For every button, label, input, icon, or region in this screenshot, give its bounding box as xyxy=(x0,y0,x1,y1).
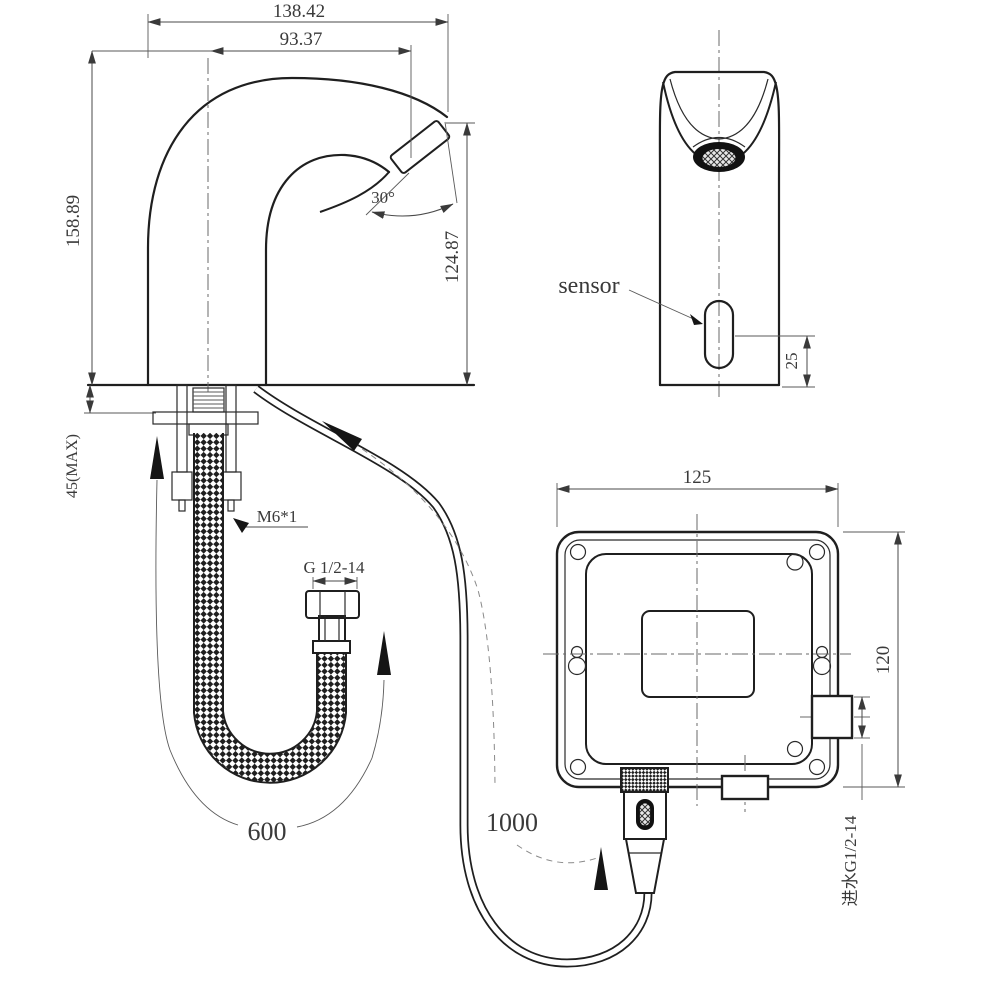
sensor-callout: sensor xyxy=(558,273,703,325)
keyhole-slot-left xyxy=(567,645,587,676)
cable-length-text: 1000 xyxy=(486,808,538,837)
dim-spout-height: 124.87 xyxy=(442,122,475,386)
stud-thread-callout: M6*1 xyxy=(233,507,308,533)
hose-length-text: 600 xyxy=(248,817,287,846)
hose-fitting xyxy=(305,590,360,654)
dim-sensor-height-text: 25 xyxy=(782,353,801,370)
dim-deck-thickness: 45(MAX) xyxy=(64,384,156,498)
sensor-window xyxy=(703,299,735,370)
dim-sensor-height: 25 xyxy=(735,335,815,388)
supply-hose: G 1/2-14 600 xyxy=(150,433,391,846)
inlet-callout: 进水G1/2-14 xyxy=(841,696,870,906)
dim-spout-height-text: 124.87 xyxy=(442,231,463,283)
cable-length-callout: 1000 xyxy=(322,421,608,890)
hose-thread-dimension: G 1/2-14 xyxy=(304,558,365,589)
dim-total-height-text: 158.89 xyxy=(63,195,84,247)
cable-core xyxy=(254,386,651,966)
inlet-label-text: 进水G1/2-14 xyxy=(841,815,860,906)
water-inlet-connector xyxy=(810,694,854,740)
dim-box-width-text: 125 xyxy=(683,467,712,488)
hose-length-callout: 600 xyxy=(150,436,391,846)
dim-spout-reach: 93.37 xyxy=(92,29,412,158)
stud-nut-left xyxy=(171,471,193,501)
corner-screw xyxy=(569,758,587,776)
dim-spout-reach-text: 93.37 xyxy=(280,29,323,50)
dim-box-height: 120 xyxy=(843,531,905,788)
control-box: 进水G1/2-14 125 120 xyxy=(543,467,905,906)
aerator-tip xyxy=(389,120,451,174)
flow-arrow-hose-up xyxy=(150,436,164,479)
dim-total-height: 158.89 xyxy=(63,50,96,386)
spout-angle-text: 30° xyxy=(371,188,395,207)
mounting-stud-left xyxy=(176,384,188,473)
stud-tip-right xyxy=(227,499,235,512)
panel-screw xyxy=(786,740,804,758)
corner-screw xyxy=(808,758,826,776)
dim-total-width-text: 138.42 xyxy=(273,1,325,22)
plug-slot-mesh xyxy=(639,802,651,827)
spout-cup-inner xyxy=(669,78,769,140)
aerator-holder xyxy=(692,136,746,148)
flow-arrow-plug-up xyxy=(594,847,608,890)
flow-arrow-fitting-up xyxy=(377,631,391,675)
faucet-front-view: sensor 25 xyxy=(558,30,815,400)
spout-inner-profile xyxy=(264,153,391,387)
dim-deck-thickness-text: 45(MAX) xyxy=(64,434,81,498)
plug-knurled-ring xyxy=(620,767,669,793)
spout-mouth xyxy=(319,171,390,213)
washer-plate xyxy=(152,411,259,425)
keyhole-slot-right xyxy=(812,645,832,676)
hose-outline xyxy=(193,433,347,784)
spout-outer-profile xyxy=(146,76,449,387)
threaded-shank xyxy=(192,387,225,413)
hose-thread-text: G 1/2-14 xyxy=(304,558,365,577)
dim-box-width: 125 xyxy=(556,467,839,527)
stud-thread-text: M6*1 xyxy=(257,507,298,526)
corner-screw xyxy=(569,543,587,561)
panel-screw xyxy=(786,553,804,571)
sensor-cable: 1000 xyxy=(253,385,653,968)
under-deck-assembly: M6*1 xyxy=(152,384,308,533)
flow-arrow-cable-up xyxy=(322,421,362,451)
sensor-label-text: sensor xyxy=(558,273,619,299)
aerator-mesh xyxy=(701,148,737,168)
spout-angle-dimension: 30° xyxy=(365,121,458,219)
box-cover-panel xyxy=(585,553,813,765)
front-body-outline xyxy=(658,70,781,387)
hose-braid xyxy=(195,433,345,782)
stud-tip-left xyxy=(178,499,186,512)
bottom-connector xyxy=(720,774,770,801)
cable-plug xyxy=(620,767,669,894)
corner-screw xyxy=(808,543,826,561)
dim-total-width: 138.42 xyxy=(147,1,449,112)
plug-strain-relief xyxy=(624,838,666,894)
faucet-side-view: 30° 138.42 93.37 158.89 124.87 xyxy=(63,1,476,498)
dim-box-height-text: 120 xyxy=(873,646,894,675)
